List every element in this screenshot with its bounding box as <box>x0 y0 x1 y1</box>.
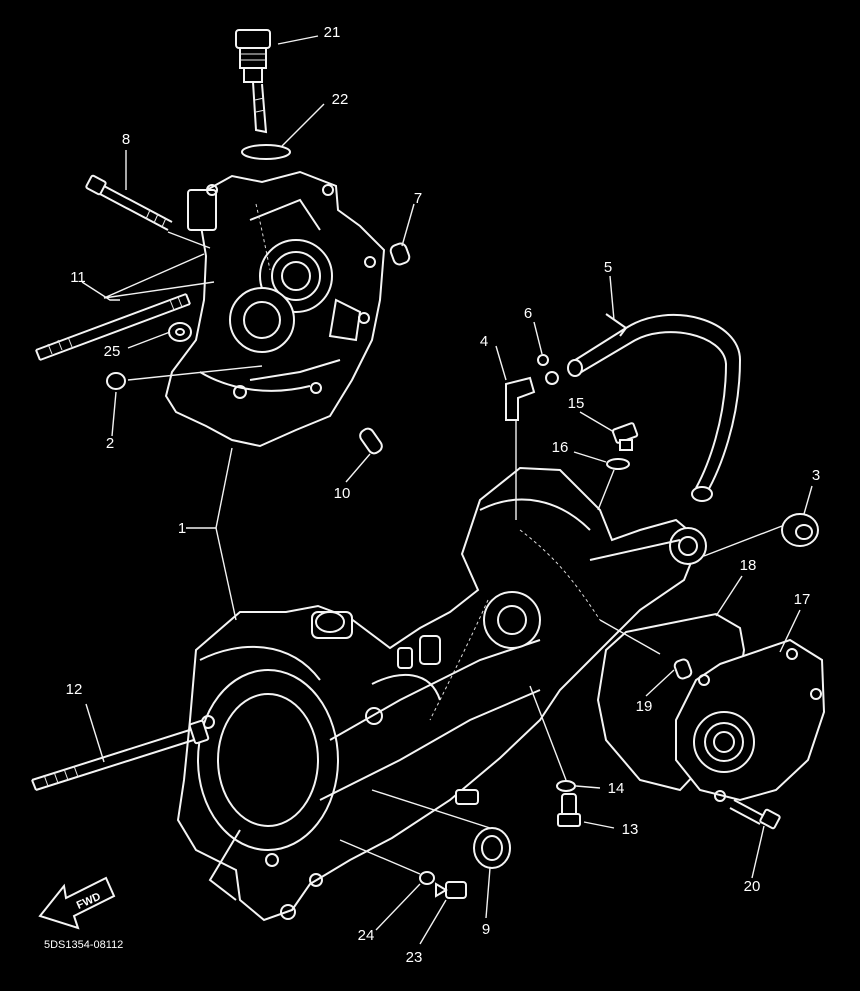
part-2-dowel-pin <box>106 372 126 390</box>
callout-labels: 1 2 3 4 5 6 7 8 9 10 11 12 13 14 15 16 1… <box>66 24 821 966</box>
callout-22: 22 <box>332 91 349 108</box>
part-20-bolt <box>729 799 781 830</box>
part-13-drain-bolt <box>557 793 581 827</box>
part-12-through-bolt <box>31 719 210 791</box>
part-19-dowel <box>673 658 693 680</box>
reference-code: 5DS1354-08112 <box>44 939 123 951</box>
part-7-dowel-pin <box>389 242 411 266</box>
callout-5: 5 <box>604 259 612 276</box>
part-22-o-ring <box>241 144 291 160</box>
part-8-bolt <box>85 174 173 231</box>
callout-1: 1 <box>178 520 186 537</box>
callout-24: 24 <box>358 927 375 944</box>
part-5-breather-hose <box>567 313 742 502</box>
callout-9: 9 <box>482 921 490 938</box>
part-15-plug <box>611 422 639 451</box>
callout-11: 11 <box>70 269 86 286</box>
callout-8: 8 <box>122 131 130 148</box>
part-25-washer <box>168 322 192 342</box>
callout-6: 6 <box>524 305 532 322</box>
part-16-gasket <box>606 458 630 470</box>
callout-19: 19 <box>636 698 653 715</box>
callout-16: 16 <box>552 439 569 456</box>
part-24-washer <box>419 871 435 885</box>
callout-7: 7 <box>414 190 422 207</box>
part-1-crankcase-left-half <box>164 170 386 448</box>
part-11-stud-bolt <box>35 293 191 361</box>
callout-10: 10 <box>334 485 351 502</box>
callout-12: 12 <box>66 681 83 698</box>
part-21-oil-filler-cap <box>235 29 271 134</box>
callout-25: 25 <box>104 343 121 360</box>
part-6-hose-clips <box>537 354 559 385</box>
part-1-crankcase-main <box>176 466 707 922</box>
callout-21: 21 <box>324 24 341 41</box>
part-23-bolt <box>435 881 467 899</box>
part-3-collar <box>781 513 819 547</box>
callout-13: 13 <box>622 821 639 838</box>
callout-17: 17 <box>794 591 811 608</box>
callout-20: 20 <box>744 878 761 895</box>
callout-14: 14 <box>608 780 625 797</box>
callout-2: 2 <box>106 435 114 452</box>
part-9-oil-seal <box>473 827 511 869</box>
part-14-washer <box>556 780 576 792</box>
callout-15: 15 <box>568 395 585 412</box>
callout-4: 4 <box>480 333 488 350</box>
callout-3: 3 <box>812 467 820 484</box>
fwd-arrow-icon: FWD <box>38 876 116 930</box>
callout-23: 23 <box>406 949 423 966</box>
leader-lines <box>81 35 813 945</box>
part-10-dowel-pin <box>359 427 383 455</box>
part-4-elbow-fitting <box>505 376 536 421</box>
part-17-crankcase-cover <box>675 638 826 802</box>
callout-18: 18 <box>740 557 757 574</box>
